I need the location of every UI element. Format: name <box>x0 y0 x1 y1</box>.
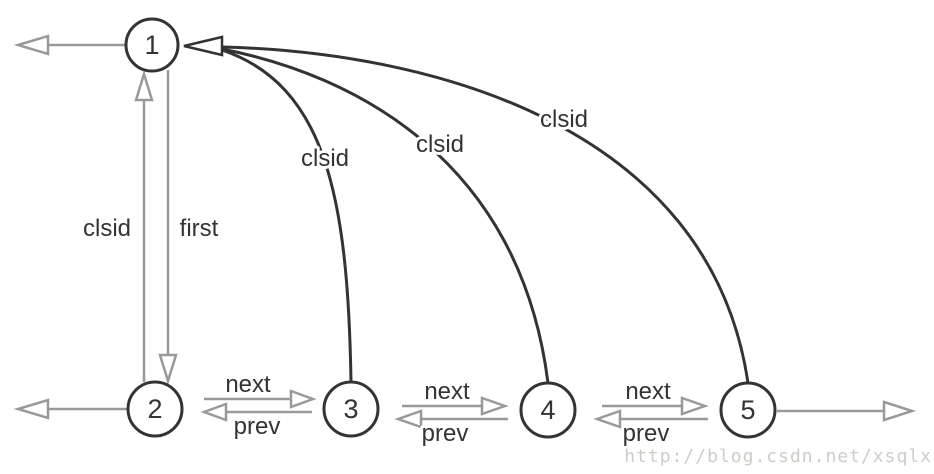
edge-label-prev: prev <box>422 420 469 447</box>
null-pointer-left-of-node-1 <box>13 34 126 56</box>
null-pointer-right-of-node-5 <box>777 400 917 422</box>
edge-prev-4-to-3: prev <box>394 409 508 450</box>
node-2: 2 <box>126 380 184 438</box>
edge-curve <box>220 45 750 385</box>
arrowhead-into-node-1-icon <box>183 35 224 57</box>
edge-curve <box>220 48 353 384</box>
edge-label-clsid-3: clsid <box>301 145 349 172</box>
edge-next-3-to-4: next <box>402 375 509 416</box>
node-1: 1 <box>124 17 180 73</box>
node-5: 5 <box>719 381 777 439</box>
node-4-circle <box>519 381 577 439</box>
edge-clsid-4-to-1 <box>220 47 550 385</box>
node-3-label: 3 <box>343 394 358 424</box>
arrowhead-right-icon <box>480 396 509 416</box>
edge-label-next: next <box>625 378 671 405</box>
arrowhead-left-icon <box>13 398 50 420</box>
edge-label-clsid-5: clsid <box>540 106 588 133</box>
node-4: 4 <box>519 381 577 439</box>
arrowhead-left-icon <box>200 402 228 422</box>
arrowhead-down-icon <box>158 353 178 386</box>
arrowhead-right-icon <box>882 400 917 422</box>
arrowhead-left-icon <box>13 34 50 56</box>
edge-label-prev: prev <box>234 413 281 440</box>
edge-next-2-to-3: next <box>204 368 317 409</box>
arrowhead-up-icon <box>134 69 154 102</box>
edge-next-4-to-5: next <box>602 375 709 416</box>
edge-clsid-2-to-1: clsid <box>80 69 154 382</box>
edge-clsid-3-to-1 <box>220 48 353 384</box>
node-5-label: 5 <box>740 395 755 425</box>
arrowhead-left-icon <box>593 409 622 429</box>
arrowhead-left-icon <box>394 409 423 429</box>
node-4-label: 4 <box>540 395 555 425</box>
edge-label-first: first <box>180 215 219 242</box>
edge-label-clsid-4: clsid <box>416 131 464 158</box>
node-1-circle <box>124 17 180 73</box>
edge-prev-5-to-4: prev <box>593 409 708 450</box>
node-3: 3 <box>322 380 380 438</box>
edge-label-prev: prev <box>623 420 670 447</box>
arrowhead-right-icon <box>289 389 317 409</box>
node-2-circle <box>126 380 184 438</box>
null-pointer-left-of-node-2 <box>13 398 128 420</box>
node-2-label: 2 <box>147 394 162 424</box>
edge-prev-3-to-2: prev <box>200 402 312 443</box>
watermark-text: http://blog.csdn.net/xsqlx <box>624 446 932 467</box>
edge-clsid-5-to-1 <box>220 45 750 385</box>
arrowhead-right-icon <box>680 396 709 416</box>
node-3-circle <box>322 380 380 438</box>
edge-first-1-to-2: first <box>158 70 222 386</box>
node-1-label: 1 <box>144 30 159 60</box>
edge-label-next: next <box>424 378 470 405</box>
edge-label-next: next <box>225 371 271 398</box>
edge-curve <box>220 47 550 385</box>
node-5-circle <box>719 381 777 439</box>
edge-label-clsid: clsid <box>83 215 131 242</box>
